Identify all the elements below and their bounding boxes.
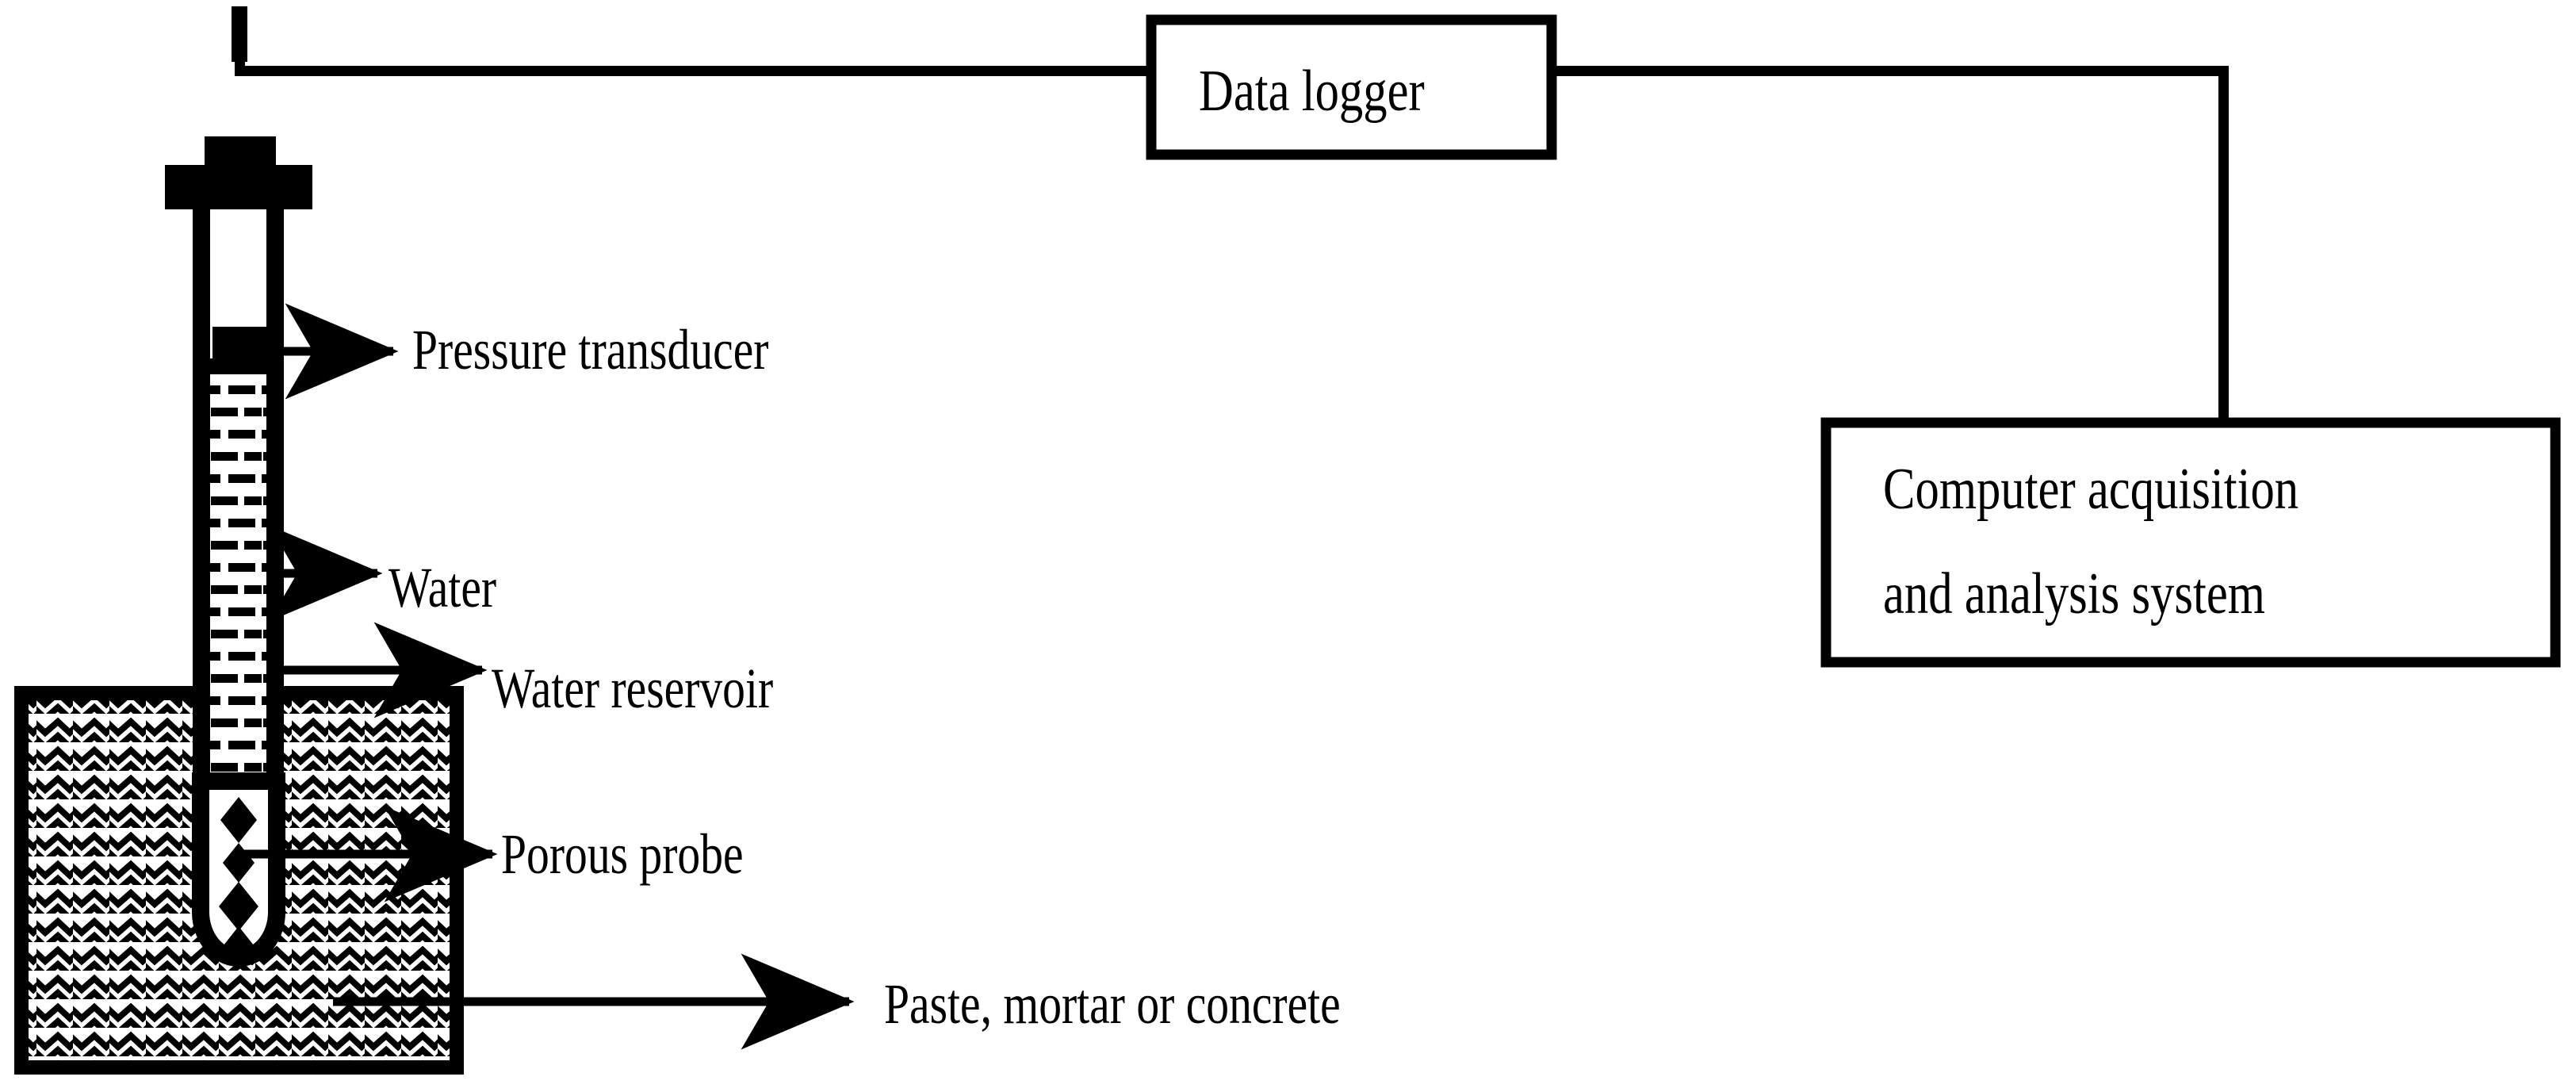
cap-stem [232, 6, 247, 62]
label-computer-acquisition-line1: Computer acquisition [1883, 457, 2299, 522]
signal-wiring [235, 60, 2229, 427]
pressure-transducer-element [212, 327, 268, 360]
callout-arrows [238, 303, 855, 1050]
tube-wall-left [193, 184, 210, 788]
label-pressure-transducer: Pressure transducer [412, 318, 769, 381]
probe-tube-assembly [193, 184, 284, 788]
cap-flange [165, 165, 312, 209]
wire-logger-to-computer-v [2218, 66, 2229, 427]
porous-probe-body [192, 772, 285, 969]
label-water-reservoir: Water reservoir [492, 657, 774, 720]
label-computer-acquisition-line2: and analysis system [1883, 561, 2266, 626]
tube-wall-right [266, 184, 284, 788]
data-logger-box[interactable] [1146, 14, 1557, 160]
wire-logger-to-computer-h [1547, 66, 2229, 76]
transducer-seat [193, 358, 284, 374]
computer-system-box[interactable] [1820, 417, 2561, 668]
wire-probe-to-logger [235, 66, 1156, 76]
label-paste-mortar-concrete: Paste, mortar or concrete [884, 972, 1341, 1036]
label-water: Water [389, 556, 497, 619]
label-porous-probe: Porous probe [501, 822, 744, 886]
label-data-logger: Data logger [1199, 59, 1425, 124]
tube-cap-fitting [165, 6, 312, 209]
